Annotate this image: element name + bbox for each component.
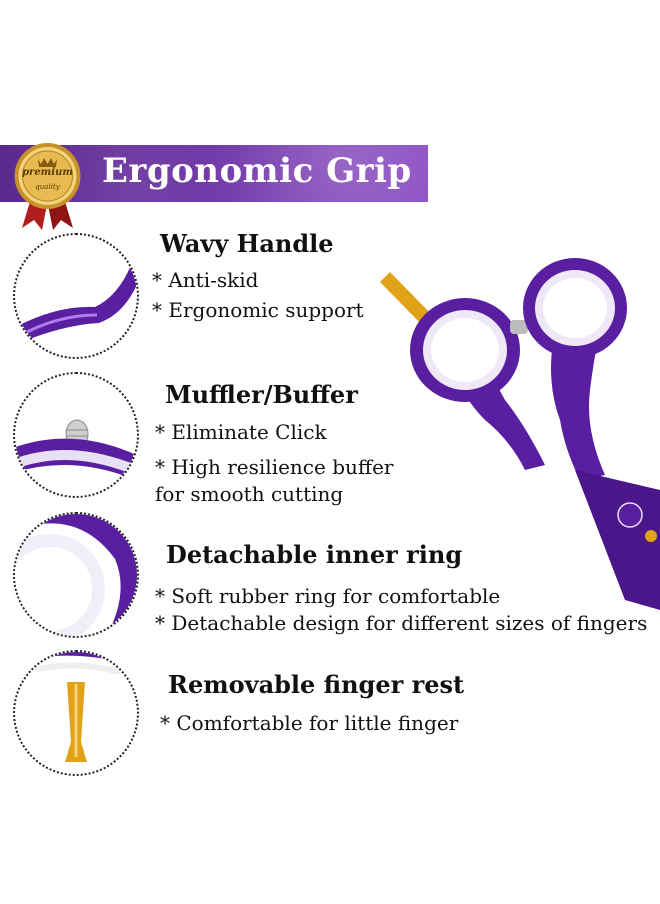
feature-bullet: for smooth cutting [155,482,344,506]
inner-ring-image [13,512,139,638]
wavy-handle-image [13,233,139,359]
feature-bullet: * Eliminate Click [155,420,327,444]
badge-text: premium [22,167,73,178]
finger-rest-image [13,650,139,776]
feature-heading-wavy-handle: Wavy Handle [160,229,334,258]
muffler-buffer-image [13,372,139,498]
feature-bullet: * Detachable design for different sizes … [155,611,648,635]
feature-bullet: * High resilience buffer [155,455,394,479]
badge-subtext: quality [35,183,60,191]
feature-bullet: * Comfortable for little finger [160,711,459,735]
banner-title: Ergonomic Grip [102,151,412,191]
feature-heading-inner-ring: Detachable inner ring [166,540,463,569]
feature-bullet: * Ergonomic support [152,298,364,322]
feature-bullet: * Anti-skid [152,268,259,292]
scissors-icon [375,250,660,610]
feature-bullet: * Soft rubber ring for comfortable [155,584,501,608]
feature-heading-finger-rest: Removable finger rest [168,670,465,699]
feature-heading-muffler: Muffler/Buffer [165,380,358,409]
premium-badge-icon: premium quality [10,140,85,232]
